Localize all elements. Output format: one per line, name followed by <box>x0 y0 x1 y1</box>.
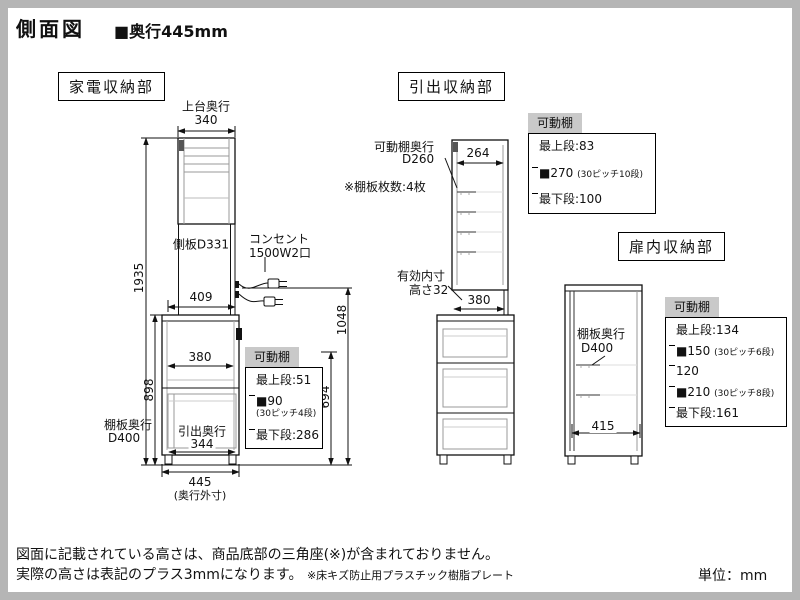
page-title: 側面図 <box>16 17 85 41</box>
shelf-depth-label-door: 棚板奥行 <box>577 327 626 341</box>
shelf-row: 最上段:51 <box>256 373 318 389</box>
shelf-row-text: 最下段:286 <box>256 427 319 442</box>
shelf-depth-door: D400 <box>581 341 614 355</box>
shelf-row-subtext: (30ピッチ8段) <box>714 388 775 399</box>
section-label-appliance: 家電収納部 <box>58 72 166 101</box>
shelf-row: 最下段:100 <box>532 192 651 208</box>
footer-note-line2-sub: ※床キズ防止用プラスチック樹脂プレート <box>306 569 514 582</box>
shelf-depth-label-appliance: 棚板奥行 <box>104 418 153 432</box>
effective-inner-height: 高さ32 <box>409 283 449 297</box>
shelf-row-text: 最上段:83 <box>539 139 595 153</box>
shelf-row: 最上段:83 <box>539 139 651 155</box>
shelf-row-text: 最下段:100 <box>539 192 602 207</box>
movable-shelf-depth-label: 可動棚奥行 <box>374 140 435 154</box>
shelf-row: ■90 (30ピッチ4段) <box>249 393 318 421</box>
shelf-row: ■210 (30ピッチ8段) <box>669 384 782 401</box>
shelf-row-text: 120 <box>676 364 699 379</box>
dim-409: 409 <box>189 290 213 304</box>
shelf-row: 120 <box>669 364 782 380</box>
shelf-row: ■270 (30ピッチ10段) <box>532 165 651 182</box>
shelf-row: 最下段:286 <box>249 427 319 444</box>
page-subtitle: ■奥行445mm <box>114 22 228 41</box>
outlet-label-line2: 1500W2口 <box>249 246 312 260</box>
shelf-row: ■150 (30ピッチ6段) <box>669 343 782 360</box>
shelf-row-subtext: (30ピッチ4段) <box>256 409 317 420</box>
dim-344: 344 <box>188 437 216 451</box>
dim-898: 898 <box>142 378 156 402</box>
drawer-depth-label: 引出奥行 <box>175 422 229 440</box>
dim-340: 340 <box>194 113 218 127</box>
dim-380-appliance: 380 <box>186 350 214 364</box>
footer-note-line1: 図面に記載されている高さは、商品底部の三角座(※)が含まれておりません。 <box>16 547 499 563</box>
dim-264: 264 <box>464 146 492 160</box>
outlet-plug-icon <box>235 257 287 307</box>
shelf-row-text: ■270 <box>539 165 574 180</box>
movable-shelf-note-drawer: 可動棚 最上段:83 ■270 (30ピッチ10段) 最下段:100 <box>528 112 656 214</box>
unit-label: 単位：mm <box>698 568 768 584</box>
movable-shelf-note-appliance: 可動棚 最上段:51 ■90 (30ピッチ4段) 最下段:286 <box>245 346 323 450</box>
side-panel-label: 側板D331 <box>172 237 230 252</box>
movable-shelf-box: 最上段:83 ■270 (30ピッチ10段) 最下段:100 <box>528 133 656 214</box>
drawer-dimension-lines <box>444 157 505 312</box>
shelf-row-text: ■90 <box>256 393 283 408</box>
dim-1048: 1048 <box>335 304 349 336</box>
movable-shelf-depth: D260 <box>402 152 435 166</box>
shelf-row-subtext: (30ピッチ10段) <box>577 169 644 180</box>
shelf-count-note: ※棚板枚数:4枚 <box>344 180 426 194</box>
shelf-row: 最下段:161 <box>669 405 782 422</box>
shelf-row-text: ■210 <box>676 384 711 399</box>
footer-note-line2: 実際の高さは表記のプラス3mmになります。 ※床キズ防止用プラスチック樹脂プレー… <box>16 564 514 584</box>
door-cabinet-drawing <box>564 284 643 465</box>
footer-note-line2-main: 実際の高さは表記のプラス3mmになります。 <box>16 567 303 583</box>
dim-415: 415 <box>589 419 617 433</box>
shelf-row-text: ■150 <box>676 343 711 358</box>
movable-shelf-header: 可動棚 <box>245 347 300 367</box>
effective-inner-label: 有効内寸 <box>397 269 446 283</box>
dim-380-drawer: 380 <box>465 293 493 307</box>
movable-shelf-note-door: 可動棚 最上段:134 ■150 (30ピッチ6段) 120 ■210 (30ピ… <box>665 296 787 428</box>
appliance-dimension-lines <box>141 126 352 477</box>
movable-shelf-box: 最上段:51 ■90 (30ピッチ4段) 最下段:286 <box>245 367 323 450</box>
movable-shelf-box: 最上段:134 ■150 (30ピッチ6段) 120 ■210 (30ピッチ8段… <box>665 317 787 428</box>
outer-depth-note: (奥行外寸) <box>173 489 227 502</box>
movable-shelf-header: 可動棚 <box>665 297 720 317</box>
upper-depth-label: 上台奥行 <box>181 99 231 114</box>
shelf-depth-appliance: D400 <box>108 431 141 445</box>
shelf-row-subtext: (30ピッチ6段) <box>714 347 775 358</box>
movable-shelf-header: 可動棚 <box>528 113 583 133</box>
dim-445: 445 <box>188 475 212 489</box>
section-label-drawer: 引出収納部 <box>398 72 506 101</box>
shelf-row-text: 最上段:134 <box>676 323 739 337</box>
outlet-label-line1: コンセント <box>249 232 310 246</box>
section-label-door: 扉内収納部 <box>618 232 726 261</box>
dim-1935: 1935 <box>132 262 146 294</box>
shelf-row: 最上段:134 <box>676 323 782 339</box>
shelf-row-text: 最下段:161 <box>676 405 739 420</box>
shelf-row-text: 最上段:51 <box>256 373 312 387</box>
